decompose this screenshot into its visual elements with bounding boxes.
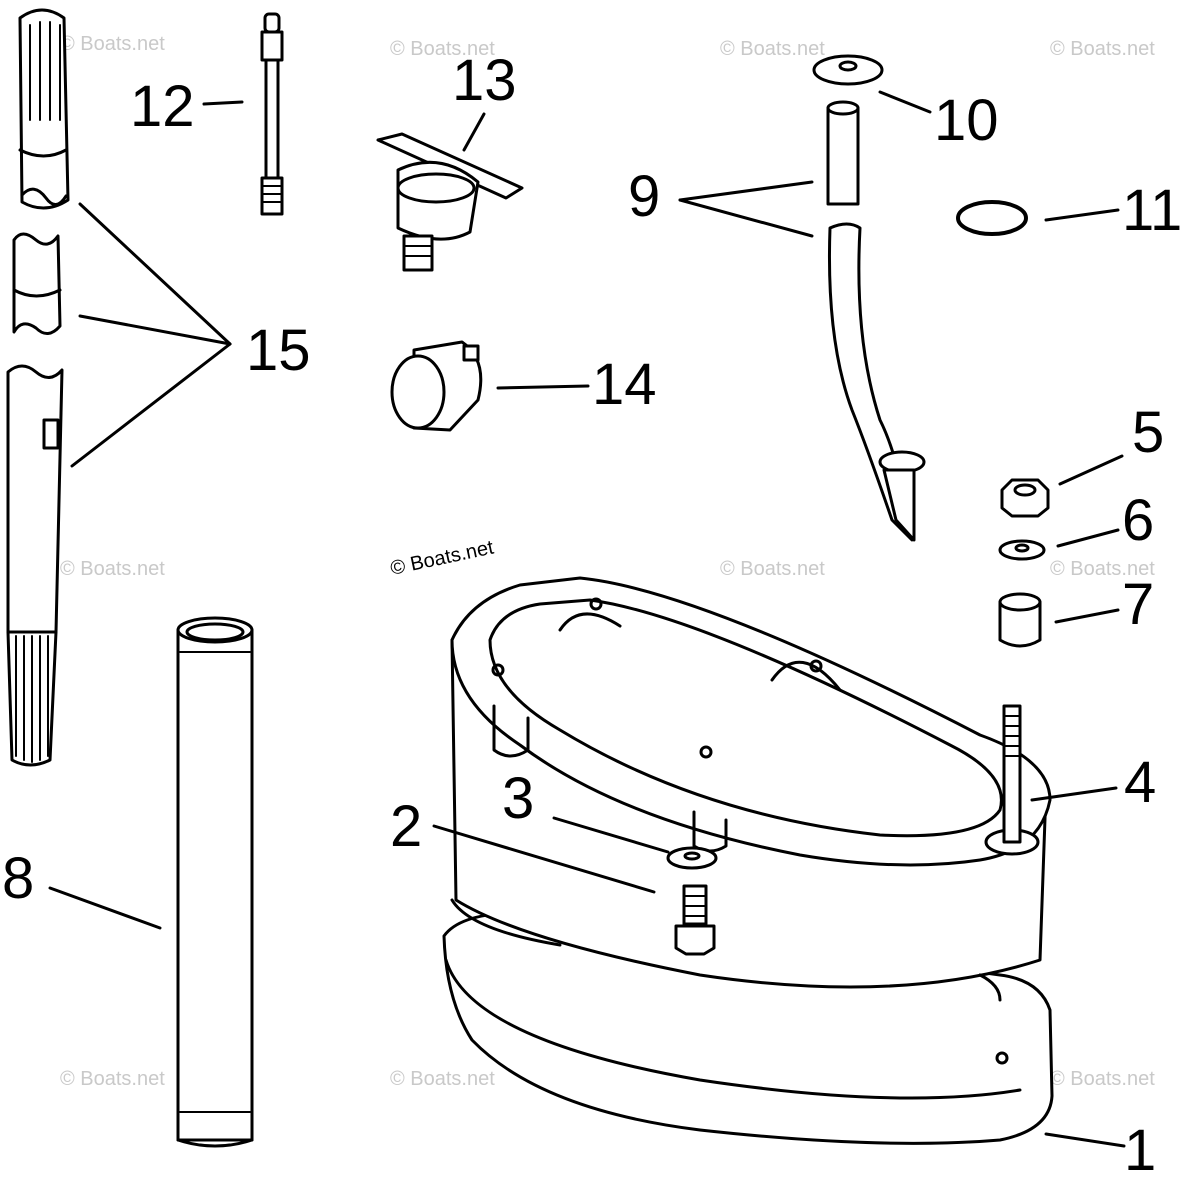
part-8-tube	[176, 616, 254, 1148]
part-10-washer	[812, 54, 884, 86]
part-14-cap	[390, 340, 483, 432]
part-11-o-ring	[956, 200, 1028, 236]
watermark-text: © Boats.net	[60, 558, 165, 580]
callout-1: 1	[1124, 1118, 1156, 1183]
watermark-text: © Boats.net	[390, 1068, 495, 1090]
part-5-nut	[1000, 478, 1050, 518]
callout-5: 5	[1132, 400, 1164, 465]
part-1-housing	[442, 576, 1054, 1145]
watermark-text: © Boats.net	[720, 558, 825, 580]
part-12-pin	[260, 12, 284, 216]
callout-6: 6	[1122, 488, 1154, 553]
part-3-washer	[666, 846, 718, 870]
watermark-text: © Boats.net	[1050, 1068, 1155, 1090]
watermark-text-dark: © Boats.net	[388, 536, 496, 579]
watermark-text: © Boats.net	[60, 33, 165, 55]
callout-7: 7	[1122, 572, 1154, 637]
callout-labels: 1 2 3 4 5 6 7 8 9 10 11 12 13 14 15	[2, 48, 1182, 1183]
callout-4: 4	[1124, 750, 1156, 815]
watermark-text: © Boats.net	[390, 38, 495, 60]
watermark-text: © Boats.net	[1050, 558, 1155, 580]
part-13-mount	[376, 132, 524, 272]
part-4-stud	[984, 704, 1040, 856]
callout-12: 12	[130, 74, 195, 139]
part-2-bolt	[674, 884, 716, 956]
watermark-text: © Boats.net	[60, 1068, 165, 1090]
callout-15: 15	[246, 318, 311, 383]
callout-14: 14	[592, 352, 657, 417]
watermark-text: © Boats.net	[720, 38, 825, 60]
part-15-drive-shaft	[6, 8, 70, 767]
part-6-washer	[998, 539, 1046, 561]
callout-8: 8	[2, 846, 34, 911]
callout-11: 11	[1122, 178, 1182, 243]
leader-lines	[48, 90, 1126, 1148]
callout-9: 9	[628, 164, 660, 229]
callout-13: 13	[452, 48, 517, 113]
callout-3: 3	[502, 766, 534, 831]
callout-2: 2	[390, 794, 422, 859]
part-9-water-tube	[826, 100, 926, 542]
part-7-spacer	[998, 592, 1042, 648]
watermark-text: © Boats.net	[1050, 38, 1155, 60]
callout-10: 10	[934, 88, 999, 153]
